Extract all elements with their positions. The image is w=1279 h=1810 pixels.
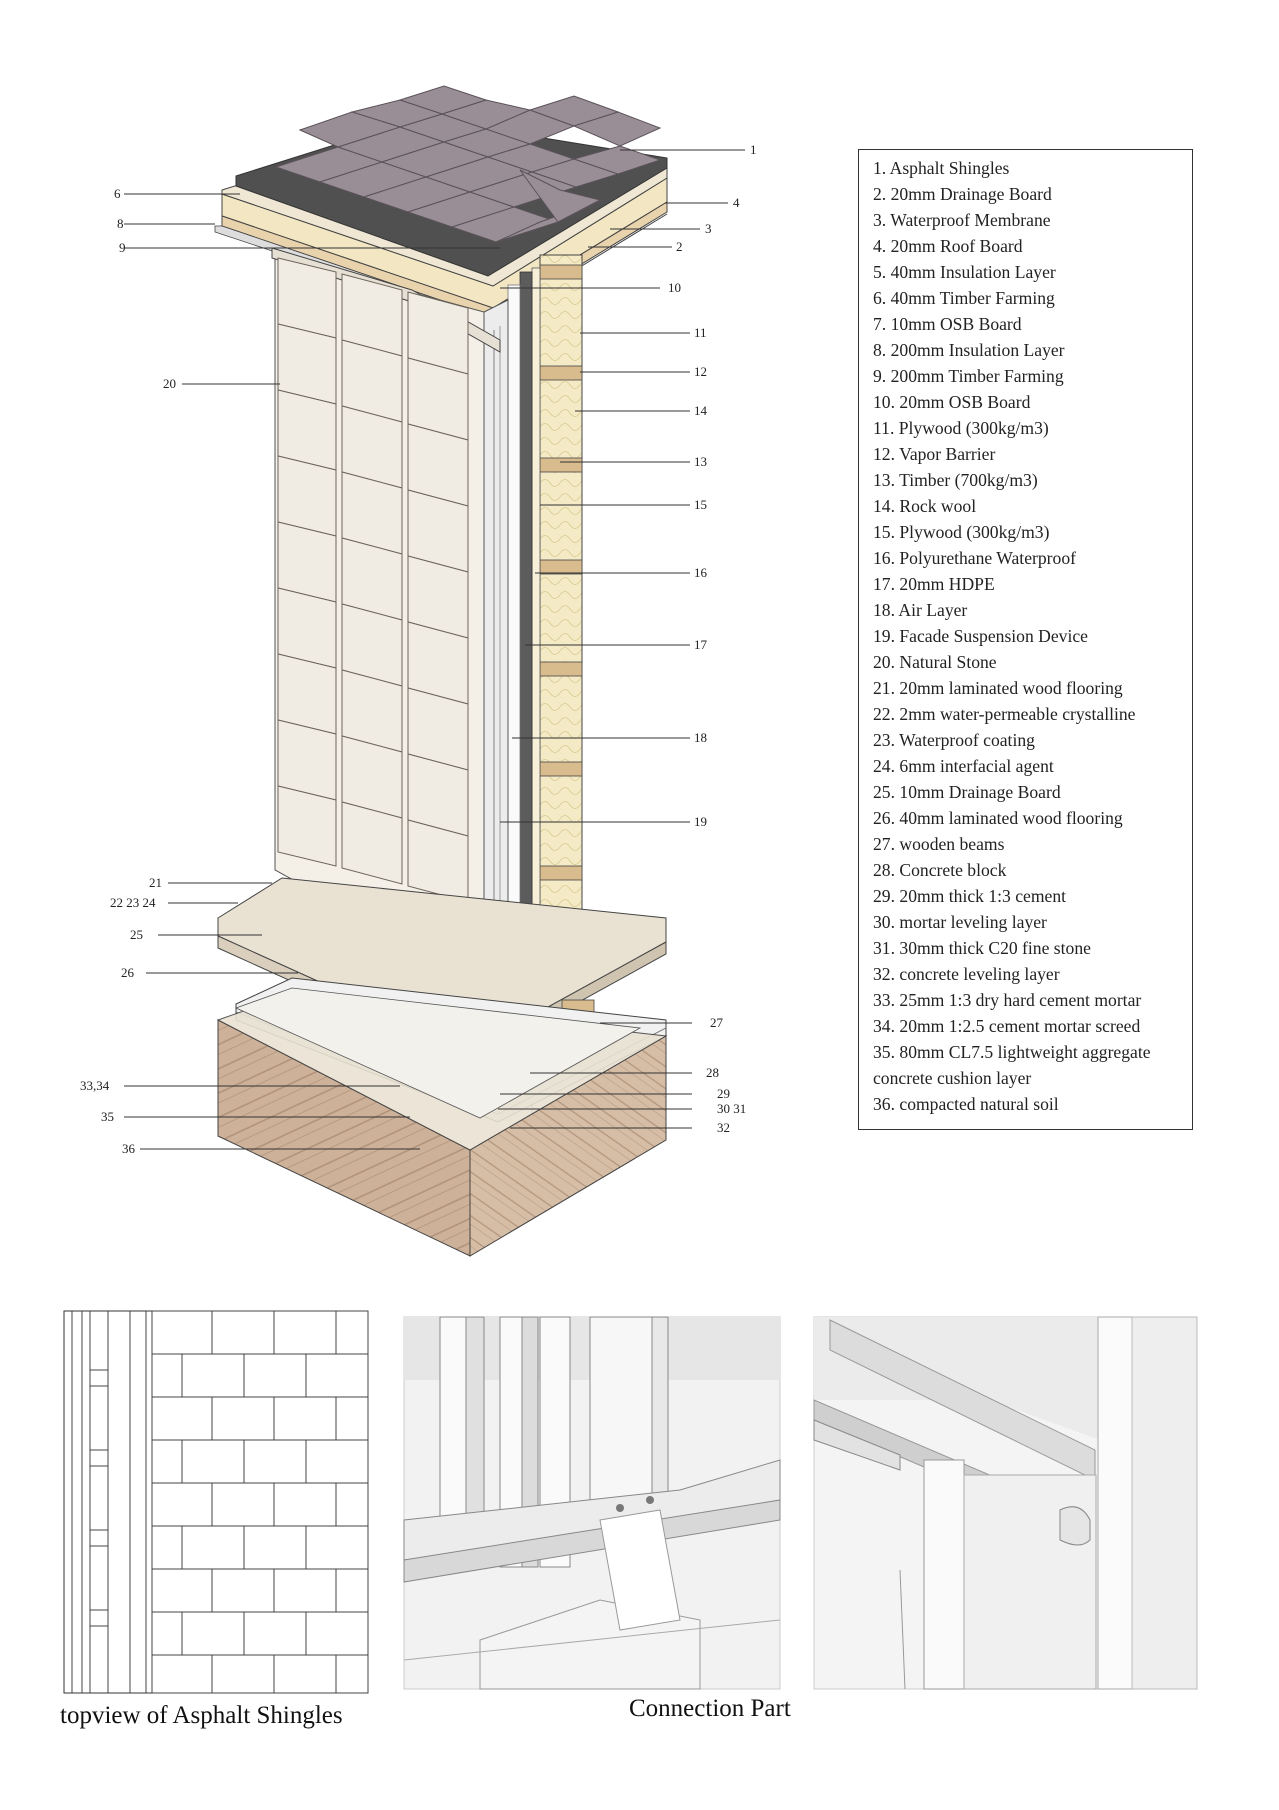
- legend-item: 16. Polyurethane Waterproof: [873, 548, 1076, 568]
- floor-assembly: [216, 877, 668, 1257]
- callout-33-34: 33,34: [80, 1078, 110, 1093]
- legend-item: 29. 20mm thick 1:3 cement: [873, 886, 1067, 906]
- legend-item: 9. 200mm Timber Farming: [873, 366, 1064, 386]
- legend-item: 31. 30mm thick C20 fine stone: [873, 938, 1091, 958]
- callout-26: 26: [121, 965, 135, 980]
- legend-item: 34. 20mm 1:2.5 cement mortar screed: [873, 1016, 1141, 1036]
- callout-28: 28: [706, 1065, 719, 1080]
- legend-item: 33. 25mm 1:3 dry hard cement mortar: [873, 990, 1142, 1010]
- legend-item: 12. Vapor Barrier: [873, 444, 996, 464]
- legend-item: 8. 200mm Insulation Layer: [873, 340, 1065, 360]
- legend-item: 7. 10mm OSB Board: [873, 314, 1022, 334]
- callout-12: 12: [694, 364, 707, 379]
- wall-assembly: [271, 247, 583, 999]
- callout-17: 17: [694, 637, 708, 652]
- legend-item: 6. 40mm Timber Farming: [873, 288, 1055, 308]
- callout-22-23-24: 22 23 24: [110, 895, 156, 910]
- legend-item: 3. Waterproof Membrane: [873, 210, 1051, 230]
- callout-leaders: [124, 149, 745, 1150]
- legend-item: 18. Air Layer: [873, 600, 968, 620]
- legend-item: 21. 20mm laminated wood flooring: [873, 678, 1123, 698]
- legend-item: 36. compacted natural soil: [873, 1094, 1059, 1114]
- legend-item: 11. Plywood (300kg/m3): [873, 418, 1049, 438]
- legend-item: 23. Waterproof coating: [873, 730, 1035, 750]
- callout-21: 21: [149, 875, 162, 890]
- legend-item: 15. Plywood (300kg/m3): [873, 522, 1050, 542]
- legend-item: 30. mortar leveling layer: [873, 912, 1047, 932]
- callout-27: 27: [710, 1015, 724, 1030]
- callout-2: 2: [676, 239, 683, 254]
- callout-10: 10: [668, 280, 681, 295]
- connection-caption: Connection Part: [629, 1695, 791, 1722]
- legend-item: 1. Asphalt Shingles: [873, 158, 1010, 178]
- callout-4: 4: [733, 195, 740, 210]
- plywood-layer: [531, 267, 541, 999]
- rock-wool-column: [539, 254, 583, 916]
- callout-9: 9: [119, 240, 126, 255]
- legend-item: 25. 10mm Drainage Board: [873, 782, 1061, 802]
- legend-item: 26. 40mm laminated wood flooring: [873, 808, 1123, 828]
- facade-suspension-device: [483, 299, 509, 993]
- callout-36: 36: [122, 1141, 136, 1156]
- callout-15: 15: [694, 497, 707, 512]
- topview-shingles-panel: [63, 1310, 369, 1694]
- legend-item: concrete cushion layer: [873, 1068, 1032, 1088]
- callout-32: 32: [717, 1120, 730, 1135]
- legend-item: 14. Rock wool: [873, 496, 977, 516]
- callout-1: 1: [750, 142, 757, 157]
- callout-11: 11: [694, 325, 707, 340]
- legend-box: 1. Asphalt Shingles 2. 20mm Drainage Boar…: [858, 149, 1193, 1130]
- legend-item: 32. concrete leveling layer: [873, 964, 1060, 984]
- legend-item: 2. 20mm Drainage Board: [873, 184, 1052, 204]
- callout-3: 3: [705, 221, 712, 236]
- callout-20: 20: [163, 376, 176, 391]
- legend-item: 4. 20mm Roof Board: [873, 236, 1023, 256]
- legend-item: 13. Timber (700kg/m3): [873, 470, 1038, 490]
- air-layer: [507, 284, 521, 994]
- callout-35: 35: [101, 1109, 114, 1124]
- callout-18: 18: [694, 730, 707, 745]
- callout-30-31: 30 31: [717, 1101, 746, 1116]
- hdpe-layer: [519, 271, 533, 998]
- callout-8: 8: [117, 216, 124, 231]
- legend-item: 19. Facade Suspension Device: [873, 626, 1088, 646]
- callout-labels: 1 4 3 2 6 8 9 10 11 12 14 13 15 16 17 18…: [80, 142, 757, 1156]
- legend-item: 17. 20mm HDPE: [873, 574, 995, 594]
- legend-item: 5. 40mm Insulation Layer: [873, 262, 1056, 282]
- legend-item: 10. 20mm OSB Board: [873, 392, 1031, 412]
- legend-item: 35. 80mm CL7.5 lightweight aggregate: [873, 1042, 1151, 1062]
- legend-item: 27. wooden beams: [873, 834, 1005, 854]
- connection-render-right: [813, 1316, 1198, 1690]
- legend-list: 1. Asphalt Shingles 2. 20mm Drainage Boar…: [873, 155, 1192, 1117]
- callout-6: 6: [114, 186, 121, 201]
- callout-25: 25: [130, 927, 143, 942]
- natural-stone-tiles: [277, 257, 469, 903]
- callout-16: 16: [694, 565, 708, 580]
- callout-19: 19: [694, 814, 707, 829]
- callout-13: 13: [694, 454, 707, 469]
- callout-14: 14: [694, 403, 708, 418]
- legend-item: 22. 2mm water-permeable crystalline: [873, 704, 1136, 724]
- legend-item: 24. 6mm interfacial agent: [873, 756, 1054, 776]
- connection-render-left: [403, 1316, 781, 1690]
- timber-studs: [539, 264, 583, 881]
- legend-item: 28. Concrete block: [873, 860, 1007, 880]
- legend-item: 20. Natural Stone: [873, 652, 997, 672]
- asphalt-shingles: [274, 85, 662, 243]
- callout-29: 29: [717, 1086, 730, 1101]
- topview-caption: topview of Asphalt Shingles: [60, 1702, 343, 1729]
